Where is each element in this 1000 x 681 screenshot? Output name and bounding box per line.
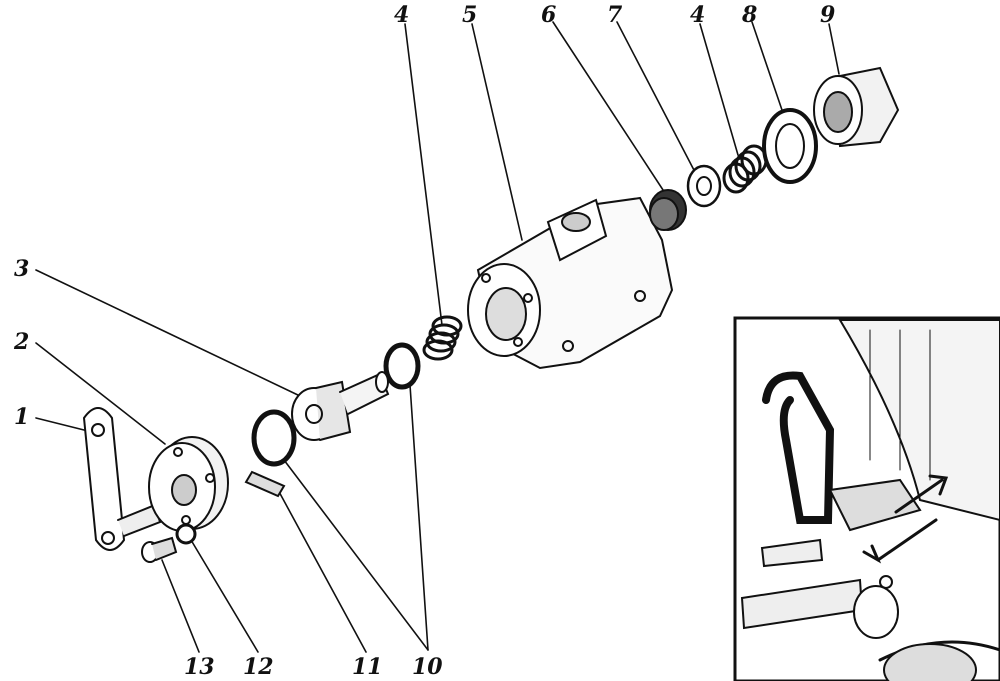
part-spring-right — [722, 144, 768, 194]
part-spring-left — [422, 315, 463, 361]
callout-11: 11 — [352, 654, 383, 680]
callout-5: 5 — [462, 2, 477, 28]
callout-12: 12 — [243, 654, 274, 680]
callout-labels: 1 2 3 4 5 6 7 4 8 9 10 11 12 13 — [13, 2, 835, 680]
part-washer-small — [175, 523, 197, 545]
callout-3: 3 — [14, 256, 29, 282]
location-arrow-upper — [894, 474, 949, 514]
part-valve-body — [467, 196, 674, 370]
part-valve-plunger — [291, 371, 390, 441]
part-washer — [686, 164, 722, 208]
callout-4-left: 4 — [394, 2, 409, 28]
part-cap-nut — [813, 66, 900, 148]
part-seal-ring-left — [251, 409, 297, 467]
callout-6: 6 — [541, 2, 556, 28]
callout-9: 9 — [820, 2, 835, 28]
part-gasket — [762, 108, 818, 184]
part-flange — [148, 436, 229, 532]
leader-lines — [35, 21, 840, 653]
part-bolt — [141, 536, 178, 563]
location-arrow-lower — [862, 518, 938, 564]
callout-10: 10 — [412, 654, 443, 680]
callout-7: 7 — [607, 2, 623, 28]
part-pin — [244, 470, 286, 498]
callout-8: 8 — [741, 2, 757, 28]
part-filter-plug — [649, 189, 687, 231]
callout-1: 1 — [14, 404, 29, 430]
part-seal-ring-right — [383, 342, 421, 390]
callout-4-right: 4 — [690, 2, 705, 28]
callout-13: 13 — [184, 654, 215, 680]
inset-location-detail — [733, 316, 1000, 681]
callout-2: 2 — [13, 329, 29, 355]
